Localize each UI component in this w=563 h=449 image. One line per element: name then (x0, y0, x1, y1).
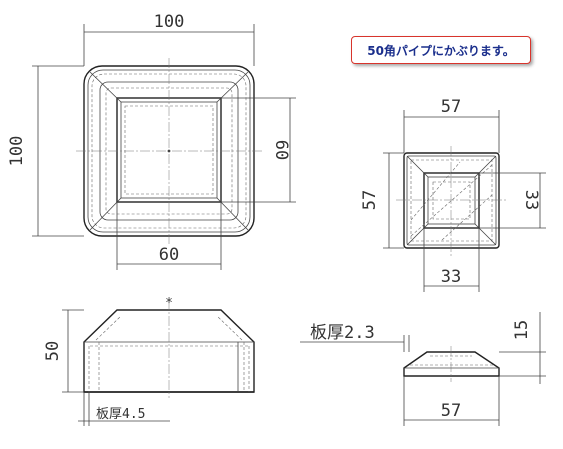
small-top-inner-width-label: 33 (441, 267, 461, 287)
large-top-inner-width-label: 60 (159, 245, 179, 265)
large-cap-top-view: 100 100 60 60 (7, 12, 296, 270)
large-cap-side-view: * 50 板厚4.5 (43, 296, 255, 426)
svg-text:*: * (165, 296, 173, 311)
small-cap-top-view: 57 57 33 33 (360, 97, 546, 292)
note-callout: 50角パイプにかぶります。 (351, 36, 531, 64)
large-top-height-label: 100 (7, 136, 27, 167)
small-side-width-label: 57 (441, 401, 461, 421)
note-text: 50角パイプにかぶります。 (367, 43, 515, 58)
small-top-width-label: 57 (441, 97, 461, 117)
small-side-thickness-label: 板厚2.3 (310, 323, 375, 343)
small-top-height-label: 57 (360, 190, 380, 210)
large-side-height-label: 50 (43, 341, 63, 361)
large-top-inner-height-label: 60 (271, 140, 291, 160)
small-side-height-label: 15 (512, 320, 532, 340)
small-cap-side-view: 15 57 板厚2.3 (300, 312, 546, 426)
small-top-inner-height-label: 33 (521, 190, 541, 210)
large-top-width-label: 100 (154, 12, 185, 32)
large-side-thickness-label: 板厚4.5 (96, 407, 145, 422)
